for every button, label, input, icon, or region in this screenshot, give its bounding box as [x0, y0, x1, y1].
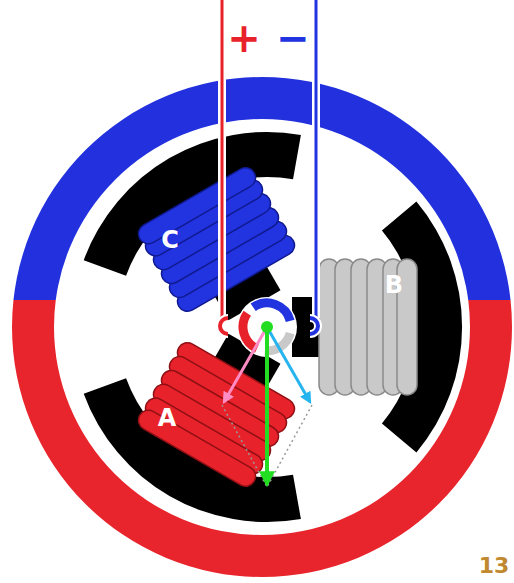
- polarity-sign: +: [227, 18, 261, 58]
- resultant-vector: [265, 327, 269, 484]
- coil-name: A: [158, 406, 177, 430]
- commutator-segment: [243, 313, 257, 349]
- parallelogram-line: [222, 405, 267, 487]
- coil-name: C: [161, 228, 179, 252]
- wire-outline: [218, 0, 226, 318]
- force-vector: [267, 327, 310, 402]
- pole-shoe: [61, 286, 363, 559]
- parallelogram-line: [267, 405, 312, 487]
- stator-north: [12, 77, 512, 300]
- brush-outline: [310, 318, 318, 334]
- coil-b: [319, 259, 417, 395]
- negative-wire: [315, 0, 318, 318]
- commutator-segment: [253, 303, 290, 321]
- stator-south: [12, 300, 512, 577]
- brush-outline: [220, 318, 228, 334]
- coil-a: [135, 339, 298, 490]
- negative-brush: [310, 318, 318, 334]
- page-number: 13: [479, 555, 510, 577]
- coil-c: [135, 164, 298, 315]
- force-vector: [224, 327, 267, 402]
- polarity-sign: −: [276, 18, 310, 58]
- rotor-axis: [261, 321, 273, 333]
- coil-name: B: [385, 273, 403, 297]
- positive-brush: [220, 318, 228, 334]
- positive-wire: [221, 0, 224, 318]
- wire-outline: [312, 0, 320, 318]
